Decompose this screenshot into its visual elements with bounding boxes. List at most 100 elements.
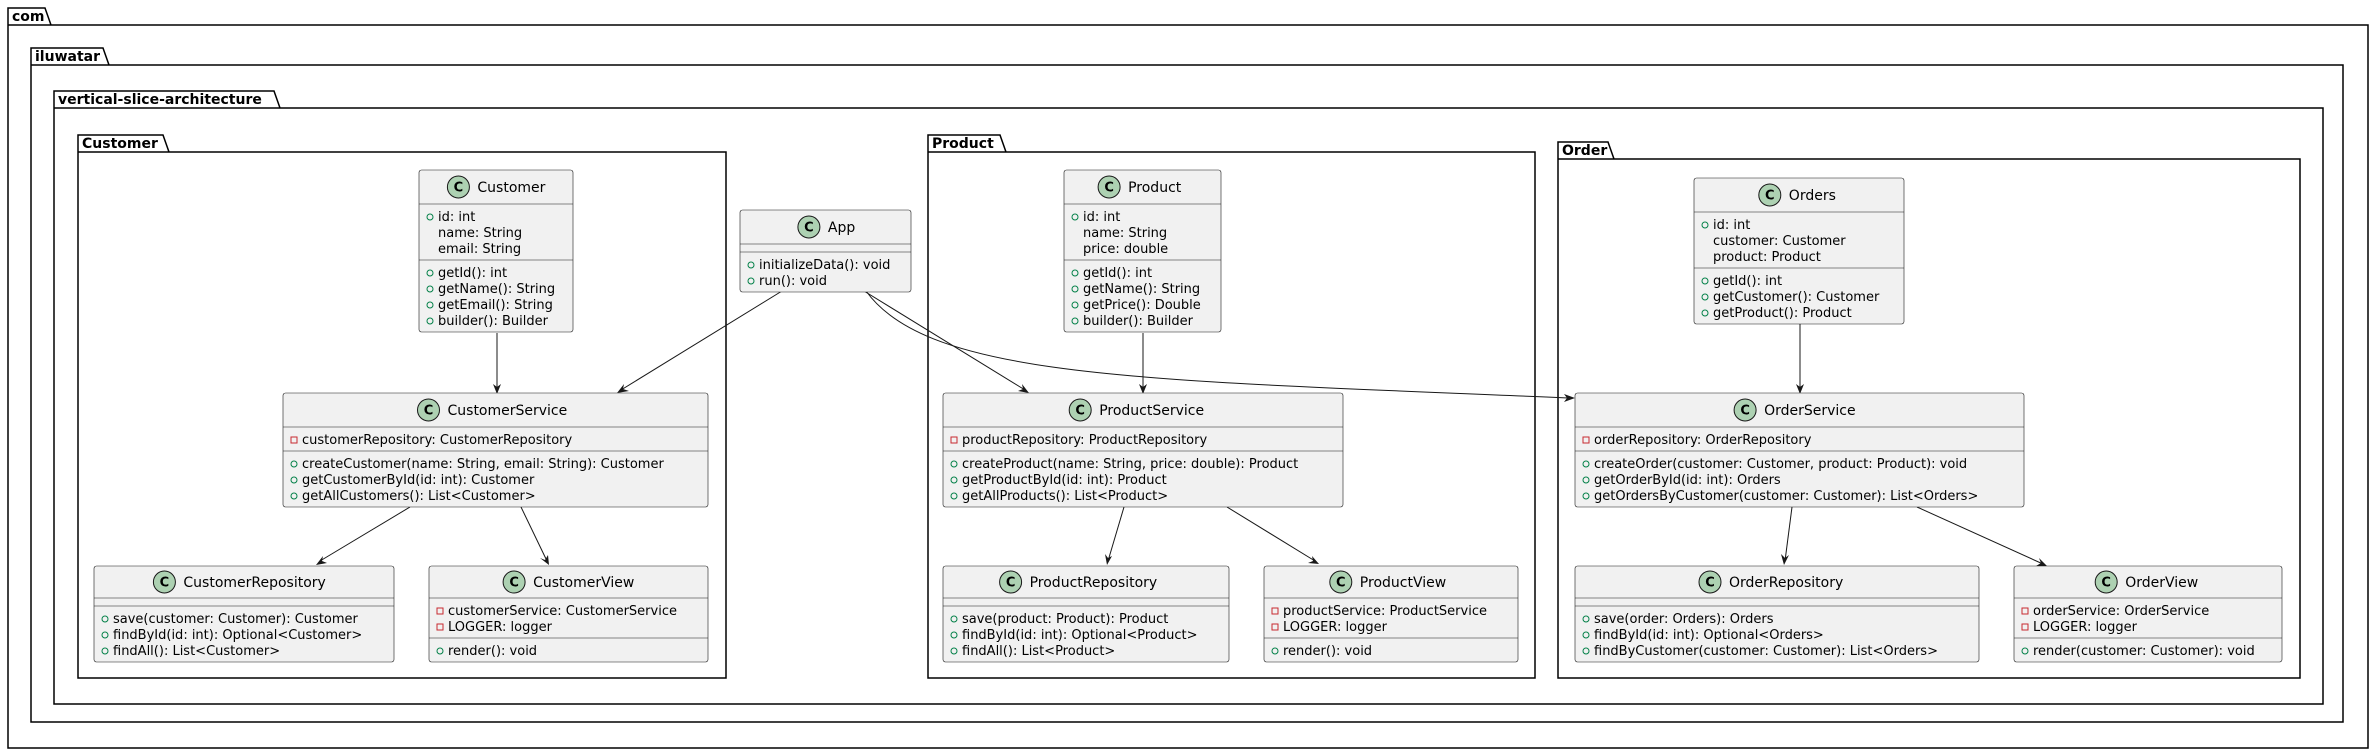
class-icon (417, 398, 440, 422)
public-visibility-icon (950, 460, 958, 468)
public-visibility-icon (2021, 647, 2029, 655)
class-method: save(product: Product): Product (962, 612, 1168, 627)
public-visibility-icon (1701, 277, 1709, 285)
class-field: name: String (1083, 226, 1167, 241)
private-visibility-icon (1271, 607, 1279, 615)
public-visibility-icon (1582, 460, 1590, 468)
class-method: getId(): int (1713, 274, 1782, 289)
relation-productservice-to-productrepository (1105, 506, 1125, 565)
relation-orderservice-to-orderview (1916, 506, 2047, 566)
package-order-title: Order (1562, 143, 1607, 159)
class-field: LOGGER: logger (1283, 620, 1388, 635)
public-visibility-icon (1071, 269, 1079, 277)
class-method: run(): void (759, 274, 827, 289)
class-customerview-name: CustomerView (533, 575, 634, 591)
class-orderrepository-box (1574, 565, 1980, 663)
public-visibility-icon (1582, 476, 1590, 484)
class-product-box (1063, 169, 1222, 333)
class-orderrepository[interactable]: C OrderRepository save(order: Orders): Ord… (1574, 565, 1980, 663)
class-icon (1097, 175, 1121, 199)
package-com-title: com (12, 9, 45, 25)
class-icon-letter: C (1006, 576, 1016, 591)
class-icon-letter: C (454, 181, 464, 196)
public-visibility-icon (290, 492, 298, 500)
public-visibility-icon (747, 277, 755, 285)
class-method: getId(): int (438, 266, 507, 281)
relations (316, 290, 2047, 566)
class-field: customerRepository: CustomerRepository (302, 433, 572, 448)
public-visibility-icon (1071, 285, 1079, 293)
class-icon (797, 215, 821, 239)
private-visibility-icon (2021, 607, 2029, 615)
class-method: getOrdersByCustomer(customer: Customer):… (1594, 489, 1978, 504)
class-icon-letter: C (1765, 189, 1775, 204)
class-productview-name: ProductView (1360, 575, 1446, 591)
relation-app-to-customerservice (617, 290, 783, 393)
package-customer-title: Customer (82, 136, 158, 152)
class-app-box (739, 209, 912, 293)
class-method: getAllProducts(): List<Product> (962, 489, 1168, 504)
public-visibility-icon (950, 647, 958, 655)
class-method: getPrice(): Double (1083, 298, 1201, 313)
class-field: LOGGER: logger (448, 620, 553, 635)
private-visibility-icon (1271, 623, 1279, 631)
package-iluwatar: iluwatar (30, 47, 2344, 723)
class-app-name: App (828, 220, 855, 236)
class-icon (446, 175, 470, 199)
class-icon (1733, 398, 1757, 422)
public-visibility-icon (426, 317, 434, 325)
class-icon (1068, 398, 1092, 422)
public-visibility-icon (747, 261, 755, 269)
class-customer-box (418, 169, 574, 333)
public-visibility-icon (290, 476, 298, 484)
public-visibility-icon (426, 285, 434, 293)
class-field: orderService: OrderService (2033, 604, 2209, 619)
class-icon-letter: C (1104, 181, 1114, 196)
class-method: findByCustomer(customer: Customer): List… (1594, 644, 1938, 659)
class-method: getProductById(id: int): Product (962, 473, 1167, 488)
private-visibility-icon (436, 607, 444, 615)
class-icon (2094, 570, 2118, 594)
package-iluwatar-title: iluwatar (35, 49, 100, 65)
class-field: product: Product (1713, 250, 1821, 265)
class-method: getOrderById(id: int): Orders (1594, 473, 1781, 488)
class-productservice-name: ProductService (1099, 403, 1204, 419)
package-vertical-slice-architecture: vertical-slice-architecture (53, 90, 2324, 705)
class-product-name: Product (1128, 180, 1182, 196)
public-visibility-icon (101, 615, 109, 623)
public-visibility-icon (101, 631, 109, 639)
relation-productservice-to-productview (1226, 506, 1319, 564)
class-method: getProduct(): Product (1713, 306, 1852, 321)
private-visibility-icon (290, 436, 298, 444)
class-icon (502, 570, 526, 594)
class-method: findAll(): List<Product> (962, 644, 1115, 659)
class-method: getCustomerById(id: int): Customer (302, 473, 535, 488)
class-method: render(): void (1283, 644, 1372, 659)
relation-orderservice-to-orderrepository (1781, 506, 1793, 565)
public-visibility-icon (1582, 631, 1590, 639)
class-field: customer: Customer (1713, 234, 1846, 249)
class-orderrepository-name: OrderRepository (1729, 575, 1843, 591)
class-method: save(order: Orders): Orders (1594, 612, 1774, 627)
class-icon-letter: C (1705, 576, 1715, 591)
class-icon (152, 570, 176, 594)
class-field: customerService: CustomerService (448, 604, 677, 619)
class-method: builder(): Builder (438, 314, 549, 329)
relation-customer-to-customerservice (493, 333, 501, 394)
public-visibility-icon (950, 631, 958, 639)
class-method: createProduct(name: String, price: doubl… (962, 457, 1298, 472)
